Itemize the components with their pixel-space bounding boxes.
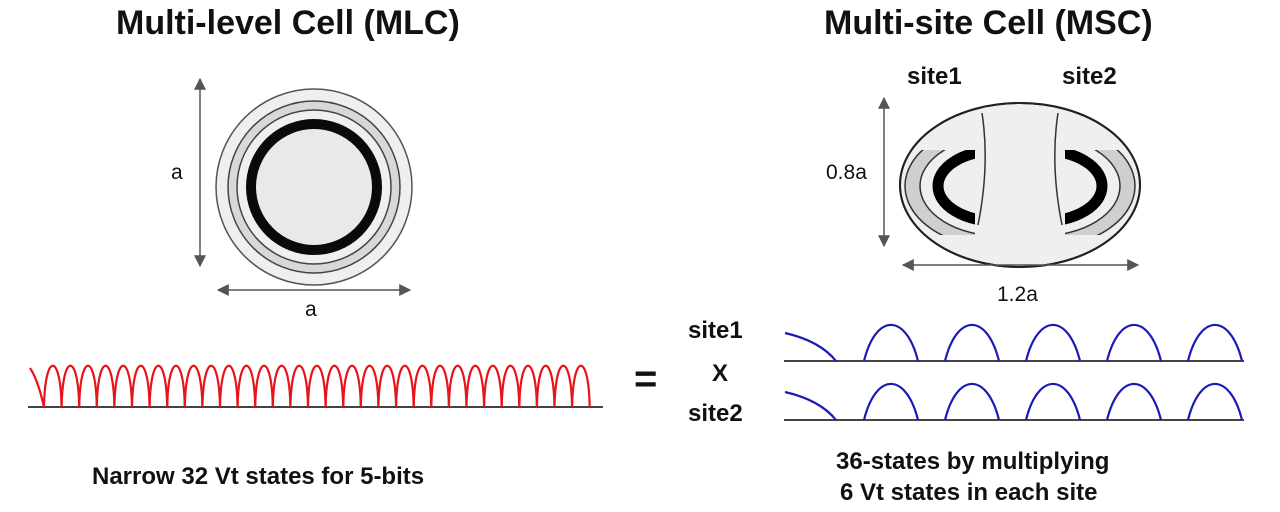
msc-site1-vt-distribution bbox=[784, 323, 1244, 362]
mlc-vt-state-21 bbox=[395, 364, 415, 408]
msc-title: Multi-site Cell (MSC) bbox=[824, 4, 1153, 42]
msc-site1-state-2 bbox=[943, 323, 1001, 362]
mlc-vt-state-26 bbox=[483, 364, 503, 408]
msc-site2-state-4 bbox=[1105, 382, 1163, 421]
mlc-vt-state-5 bbox=[113, 364, 134, 408]
mlc-cell bbox=[215, 88, 413, 286]
msc-cell bbox=[899, 102, 1141, 268]
msc-caption-line1: 36-states by multiplying bbox=[836, 448, 1110, 475]
mlc-vt-state-31 bbox=[571, 364, 591, 408]
mlc-vt-state-18 bbox=[342, 364, 362, 408]
mlc-vt-state-8 bbox=[166, 364, 186, 408]
mlc-vt-state-19 bbox=[359, 364, 380, 408]
msc-caption-line2: 6 Vt states in each site bbox=[840, 479, 1098, 506]
mlc-vt-state-10 bbox=[201, 364, 222, 408]
mlc-vt-state-22 bbox=[412, 364, 433, 408]
mlc-vt-state-24 bbox=[447, 364, 468, 408]
msc-site2-vt-distribution bbox=[784, 382, 1244, 421]
msc-site1-state-1 bbox=[862, 323, 920, 362]
msc-site2-state-3 bbox=[1024, 382, 1082, 421]
mlc-caption: Narrow 32 Vt states for 5-bits bbox=[92, 463, 425, 490]
mlc-vt-state-11 bbox=[218, 364, 239, 408]
mlc-vt-state-20 bbox=[377, 364, 398, 408]
msc-site1-state-3 bbox=[1024, 323, 1082, 362]
mlc-title: Multi-level Cell (MLC) bbox=[116, 4, 460, 42]
mlc-vt-state-30 bbox=[553, 364, 574, 408]
msc-site1-state-4 bbox=[1105, 323, 1163, 362]
msc-site2-label: site2 bbox=[1062, 63, 1117, 90]
msc-site2-state-1 bbox=[862, 382, 920, 421]
mlc-vt-state-29 bbox=[535, 364, 556, 408]
row-site1-label: site1 bbox=[688, 317, 743, 344]
msc-site2-state-0 bbox=[784, 390, 837, 421]
msc-site2-state-2 bbox=[943, 382, 1001, 421]
msc-horizontal-label: 1.2a bbox=[997, 283, 1038, 306]
msc-site1-state-5 bbox=[1186, 323, 1244, 362]
mlc-vt-state-25 bbox=[465, 364, 486, 408]
mlc-vt-state-4 bbox=[95, 364, 116, 408]
msc-site1-label: site1 bbox=[907, 63, 962, 90]
mlc-vt-state-27 bbox=[500, 364, 521, 408]
mlc-vt-state-9 bbox=[183, 364, 204, 408]
mlc-vt-state-16 bbox=[306, 364, 327, 408]
mlc-vt-state-28 bbox=[518, 364, 538, 408]
msc-vertical-label: 0.8a bbox=[826, 161, 867, 184]
times-sign: X bbox=[712, 360, 729, 387]
mlc-vt-state-1 bbox=[42, 364, 63, 408]
mlc-vt-state-23 bbox=[430, 364, 450, 408]
mlc-vt-state-6 bbox=[130, 364, 151, 408]
mlc-horizontal-label: a bbox=[305, 298, 317, 321]
mlc-vt-state-3 bbox=[78, 364, 98, 408]
equals-sign: = bbox=[634, 357, 658, 401]
row-site2-label: site2 bbox=[688, 400, 743, 427]
mlc-vt-state-14 bbox=[271, 364, 292, 408]
msc-site2-state-5 bbox=[1186, 382, 1244, 421]
mlc-vt-state-12 bbox=[236, 364, 257, 408]
mlc-vt-distribution bbox=[28, 364, 603, 408]
mlc-vt-state-2 bbox=[60, 364, 81, 408]
mlc-vertical-label: a bbox=[171, 161, 183, 184]
mlc-vt-state-7 bbox=[148, 364, 169, 408]
mlc-vt-state-15 bbox=[289, 364, 310, 408]
mlc-vt-state-0 bbox=[29, 367, 46, 408]
msc-site1-state-0 bbox=[784, 331, 837, 362]
mlc-vt-state-13 bbox=[254, 364, 274, 408]
mlc-vt-state-17 bbox=[324, 364, 345, 408]
